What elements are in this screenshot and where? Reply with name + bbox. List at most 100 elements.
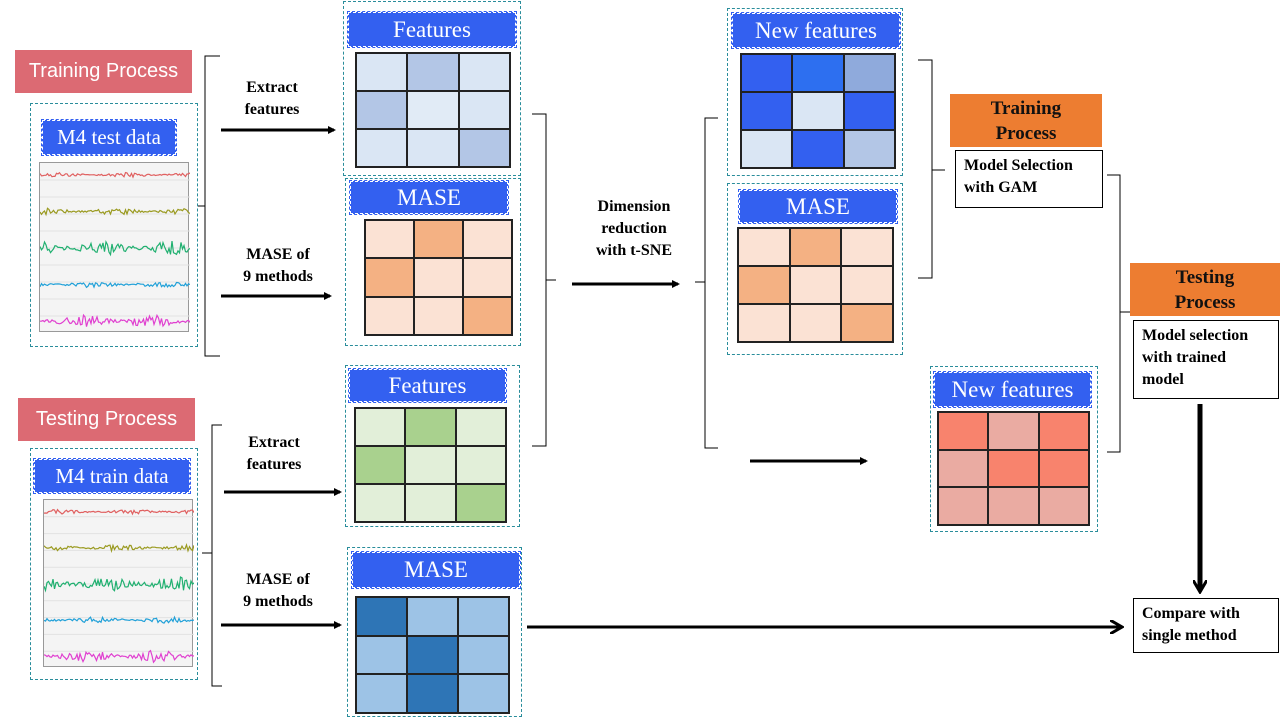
- label-line: with trained: [1142, 349, 1226, 366]
- features-bottom-grid: [354, 407, 507, 523]
- grid-cell: [1038, 487, 1089, 525]
- grid-cell: [841, 228, 893, 266]
- grid-cell: [843, 130, 895, 168]
- new-features-top-grid: [740, 53, 896, 169]
- grid-cell: [988, 487, 1039, 525]
- features-top-title: Features: [347, 11, 517, 48]
- new-features-top-panel: New features: [727, 8, 903, 176]
- model-selection-gam-box: Model Selection with GAM: [955, 150, 1103, 208]
- label-line: with t-SNE: [595, 242, 672, 259]
- grid-cell: [1038, 449, 1089, 488]
- grid-cell: [938, 412, 989, 450]
- grid-cell: [988, 449, 1039, 488]
- train-data-title: M4 train data: [33, 458, 191, 494]
- series-line: [44, 508, 194, 516]
- grid-cell: [841, 304, 893, 342]
- label-line: 9 methods: [243, 593, 313, 610]
- label-line: MASE of: [246, 571, 310, 588]
- label-line: reduction: [601, 220, 667, 237]
- grid-cell: [458, 91, 510, 129]
- grid-cell: [458, 635, 509, 675]
- extract-features-label-bottom: Extract features: [230, 432, 318, 476]
- grid-cell: [988, 412, 1039, 450]
- grid-cell: [355, 408, 406, 446]
- grid-cell: [789, 266, 842, 304]
- label-line: model: [1142, 371, 1184, 388]
- series-line: [40, 207, 190, 217]
- grid-cell: [356, 91, 408, 129]
- new-features-bottom-panel: New features: [930, 366, 1098, 532]
- grid-cell: [356, 674, 407, 713]
- label-line: Extract: [246, 79, 298, 96]
- grid-cell: [365, 296, 414, 335]
- label-line: features: [244, 101, 300, 118]
- mase-bottom-title: MASE: [351, 551, 521, 589]
- grid-cell: [365, 258, 414, 297]
- grid-cell: [741, 54, 793, 92]
- mase-bottom-panel: MASE: [347, 547, 522, 717]
- grid-cell: [738, 304, 790, 342]
- mase-methods-label-top: MASE of 9 methods: [226, 244, 330, 288]
- label-line: Dimension: [597, 198, 671, 215]
- grid-cell: [741, 92, 793, 130]
- grid-cell: [463, 296, 512, 335]
- training-process-box: Training Process: [950, 94, 1102, 147]
- mase-bottom-grid: [355, 596, 510, 714]
- grid-cell: [414, 220, 463, 259]
- grid-cell: [792, 92, 844, 130]
- train-data-panel: M4 train data: [30, 448, 198, 680]
- mase-top-panel: MASE: [345, 178, 521, 346]
- new-features-top-title: New features: [731, 12, 901, 49]
- grid-cell: [407, 597, 458, 636]
- series-line: [40, 240, 190, 257]
- grid-cell: [843, 92, 895, 130]
- features-bottom-title: Features: [348, 368, 507, 403]
- training-process-tag: Training Process: [15, 50, 192, 93]
- new-features-bottom-title: New features: [933, 371, 1092, 408]
- series-line: [44, 543, 194, 554]
- grid-cell: [414, 296, 463, 335]
- grid-cell: [458, 129, 510, 167]
- grid-cell: [938, 487, 989, 525]
- grid-cell: [405, 408, 456, 446]
- testing-process-box: Testing Process: [1130, 263, 1280, 316]
- grid-cell: [414, 258, 463, 297]
- features-top-grid: [355, 52, 511, 168]
- series-line: [44, 615, 194, 624]
- label-line: single method: [1142, 627, 1237, 644]
- grid-cell: [792, 54, 844, 92]
- grid-cell: [738, 266, 790, 304]
- grid-cell: [455, 446, 506, 484]
- grid-cell: [455, 484, 506, 522]
- grid-cell: [458, 674, 509, 713]
- grid-cell: [407, 635, 458, 675]
- label-line: Extract: [248, 434, 300, 451]
- label-line: 9 methods: [243, 268, 313, 285]
- grid-cell: [463, 258, 512, 297]
- grid-cell: [355, 446, 406, 484]
- grid-cell: [738, 228, 790, 266]
- series-line: [44, 576, 194, 593]
- label-line: features: [246, 456, 302, 473]
- label-line: with GAM: [964, 179, 1038, 196]
- grid-cell: [356, 53, 408, 91]
- mase-mid-title: MASE: [738, 189, 898, 224]
- grid-cell: [407, 129, 459, 167]
- grid-cell: [365, 220, 414, 259]
- grid-cell: [741, 130, 793, 168]
- new-features-bottom-grid: [937, 411, 1090, 526]
- grid-cell: [458, 597, 509, 636]
- mase-mid-grid: [737, 227, 894, 343]
- mase-mid-panel: MASE: [727, 183, 903, 355]
- series-lines: [40, 171, 190, 328]
- grid-cell: [407, 674, 458, 713]
- grid-cell: [356, 635, 407, 675]
- features-bottom-panel: Features: [345, 365, 520, 527]
- grid-cell: [938, 449, 989, 488]
- label-line: Testing: [1175, 267, 1235, 288]
- grid-cell: [792, 130, 844, 168]
- label-line: MASE of: [246, 246, 310, 263]
- compare-single-method-box: Compare with single method: [1133, 598, 1279, 653]
- label-line: Compare with: [1142, 605, 1240, 622]
- series-line: [40, 313, 190, 328]
